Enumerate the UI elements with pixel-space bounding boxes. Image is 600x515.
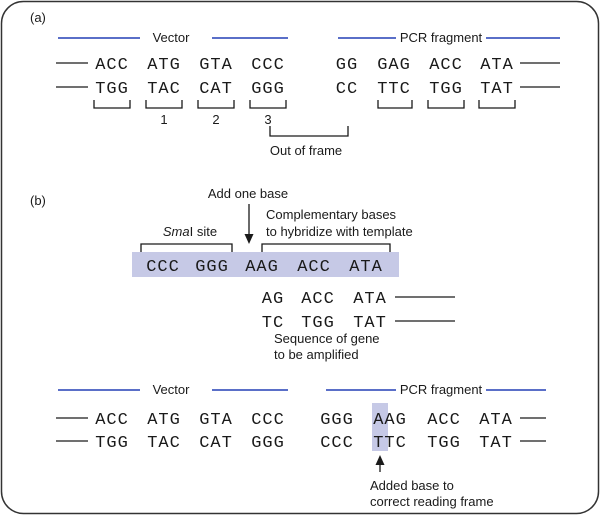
- codon-bracket: [197, 100, 235, 109]
- add-one-base-label: Add one base: [208, 186, 288, 201]
- codon: ACC: [427, 411, 461, 430]
- codon: CCC: [251, 411, 285, 430]
- codon: AAG: [373, 411, 407, 430]
- codon-bracket: [427, 100, 465, 109]
- template-codon: TAT: [353, 314, 387, 333]
- primer-codon: AAG: [245, 258, 279, 277]
- primer-highlight: [132, 252, 399, 277]
- codon: TTC: [373, 434, 407, 453]
- sma-site-label: SmaI site: [163, 224, 217, 239]
- template-codon: AG: [262, 290, 284, 309]
- codon: TGG: [429, 80, 463, 99]
- codon: ACC: [95, 56, 129, 75]
- template-codon: TGG: [301, 314, 335, 333]
- added-base-label-line1: Added base to: [370, 478, 454, 493]
- gene-label-line1: Sequence of gene: [274, 331, 380, 346]
- codon: TGG: [95, 434, 129, 453]
- codon-number: 3: [264, 112, 271, 127]
- template-codon: ACC: [301, 290, 335, 309]
- codon: ATG: [147, 411, 181, 430]
- out-of-frame-label: Out of frame: [270, 143, 342, 158]
- primer-codon: GGG: [195, 258, 229, 277]
- pcr-title: PCR fragment: [400, 30, 483, 45]
- codon-number: 1: [160, 112, 167, 127]
- codon: GGG: [320, 411, 354, 430]
- codon-bracket: [478, 100, 516, 109]
- vector-title: Vector: [153, 30, 191, 45]
- codon: ACC: [429, 56, 463, 75]
- panel-a-label: (a): [30, 10, 46, 25]
- panel-b-label: (b): [30, 193, 46, 208]
- complementary-label-line1: Complementary bases: [266, 207, 397, 222]
- codon: TGG: [95, 80, 129, 99]
- codon: GGG: [251, 80, 285, 99]
- codon-number: 2: [212, 112, 219, 127]
- codon: CCC: [251, 56, 285, 75]
- codon: ACC: [95, 411, 129, 430]
- vector-title: Vector: [153, 382, 191, 397]
- primer-codon: ATA: [349, 258, 383, 277]
- codon: TAT: [479, 434, 513, 453]
- complementary-label-line2: to hybridize with template: [266, 224, 413, 239]
- added-base-highlight: [372, 403, 388, 451]
- sma-site-bracket: [140, 243, 233, 254]
- codon-bracket: [145, 100, 183, 109]
- codon: GTA: [199, 56, 233, 75]
- codon: GGG: [251, 434, 285, 453]
- gene-label-line2: to be amplified: [274, 347, 359, 362]
- codon: GG: [336, 56, 358, 75]
- codon: ATG: [147, 56, 181, 75]
- codon: ATA: [480, 56, 514, 75]
- codon: TAC: [147, 434, 181, 453]
- codon: CAT: [199, 434, 233, 453]
- codon-bracket: [377, 100, 413, 109]
- codon: TGG: [427, 434, 461, 453]
- codon: TAT: [480, 80, 514, 99]
- added-base-label-line2: correct reading frame: [370, 494, 494, 509]
- pcr-title: PCR fragment: [400, 382, 483, 397]
- add-base-arrow-head: [244, 234, 254, 244]
- out-of-frame-bracket: [269, 126, 349, 137]
- codon-bracket: [249, 100, 287, 109]
- codon: TTC: [377, 80, 411, 99]
- codon: ATA: [479, 411, 513, 430]
- primer-codon: ACC: [297, 258, 331, 277]
- codon: GTA: [199, 411, 233, 430]
- codon: TAC: [147, 80, 181, 99]
- codon: CCC: [320, 434, 354, 453]
- template-codon: TC: [262, 314, 284, 333]
- codon: GAG: [377, 56, 411, 75]
- template-codon: ATA: [353, 290, 387, 309]
- complementary-bracket: [261, 243, 391, 254]
- codon: CAT: [199, 80, 233, 99]
- codon: CC: [336, 80, 358, 99]
- codon-bracket: [93, 100, 131, 109]
- primer-codon: CCC: [146, 258, 180, 277]
- added-base-arrow-head: [375, 455, 385, 465]
